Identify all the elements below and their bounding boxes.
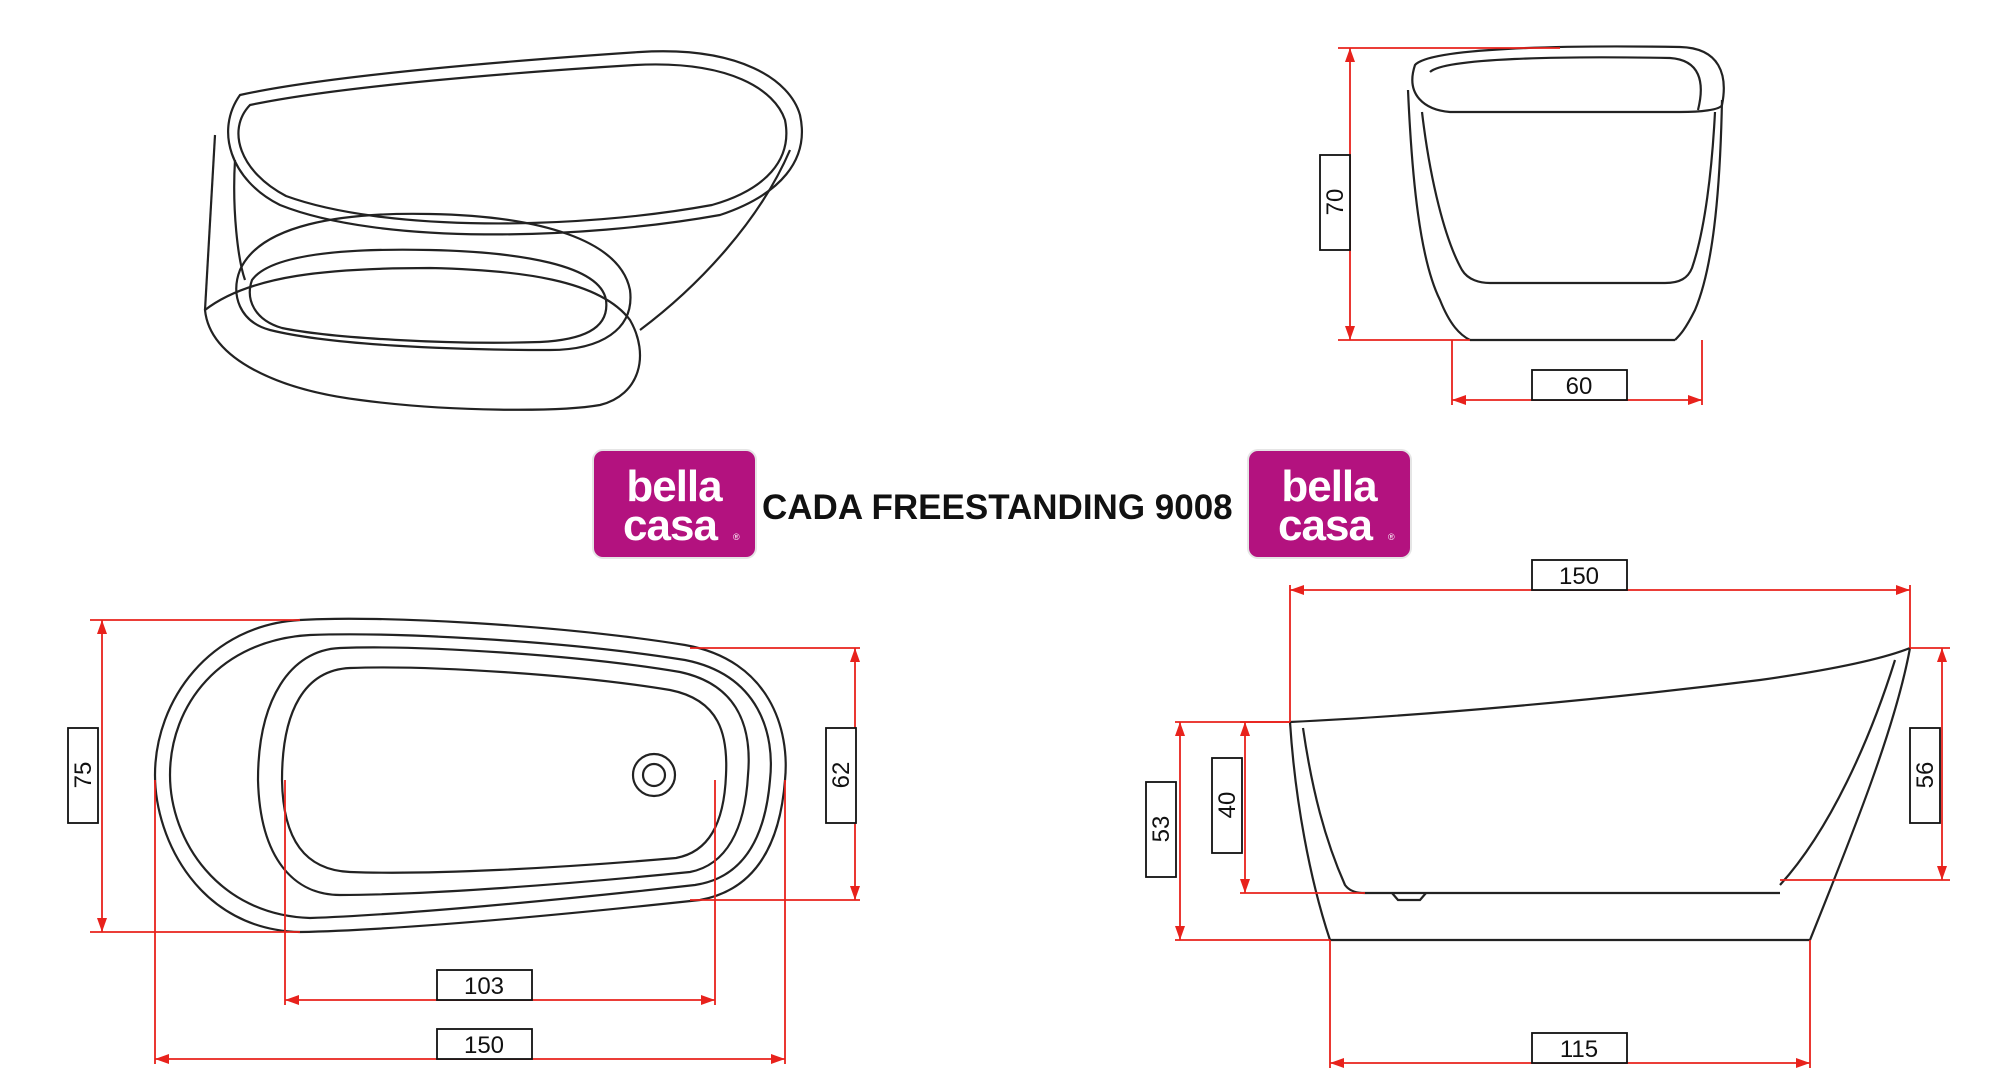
dimension-value-height: 70: [1322, 189, 1349, 216]
dimension-label-box: [1909, 727, 1941, 824]
end-view: [1406, 45, 1725, 342]
dimension-label-box: [436, 1028, 533, 1060]
dimension-value-height-low: 53: [1148, 816, 1175, 843]
dimension-label-box: [825, 727, 857, 824]
dimension-height-low-side-view: 53: [1145, 721, 1330, 941]
logo-registered-mark: ®: [733, 532, 740, 542]
logo-background: [1247, 449, 1412, 559]
brand-logo: bella casa ®: [592, 449, 757, 559]
logo-registered-mark: ®: [1388, 532, 1395, 542]
dimension-value-inner-width: 62: [828, 762, 855, 789]
page-title: CADA FREESTANDING 9008: [762, 488, 1233, 527]
dimension-value-width: 75: [70, 762, 97, 789]
dimension-label-box: [1145, 781, 1177, 878]
dimension-width-end-view: 60: [1451, 340, 1703, 405]
dimension-inner-depth-side-view: 40: [1211, 721, 1365, 894]
dimension-value-inner-depth: 40: [1214, 792, 1241, 819]
side-view: [1288, 646, 1912, 942]
dimension-label-box: [1211, 757, 1243, 854]
logo-line2: casa: [623, 501, 718, 550]
dimension-inner-length-top-view: 103: [284, 780, 716, 1005]
perspective-view: [203, 50, 803, 411]
dimension-height-end-view: 70: [1319, 47, 1560, 341]
dimension-length-top-view: 150: [154, 780, 786, 1064]
dimension-width-top-view: 75: [67, 619, 300, 933]
logo-background: [592, 449, 757, 559]
logo-line1: bella: [626, 462, 723, 511]
dimension-base-length-side-view: 115: [1329, 940, 1811, 1068]
dimension-value-inner-length: 103: [464, 973, 504, 1000]
dimension-label-box: [67, 727, 99, 824]
dimension-label-box: [1531, 369, 1628, 401]
dimension-label-box: [1319, 154, 1351, 251]
top-view: [153, 617, 787, 934]
drain-outer: [631, 752, 677, 798]
logo-line2: casa: [1278, 501, 1373, 550]
brand-logo: bella casa ®: [1247, 449, 1412, 559]
logo-line1: bella: [1281, 462, 1378, 511]
dimension-label-box: [436, 969, 533, 1001]
dimension-inner-width-top-view: 62: [690, 647, 860, 901]
dimension-label-box: [1531, 559, 1628, 591]
dimension-value-height-high: 56: [1912, 762, 1939, 789]
drain-foot: [1391, 892, 1427, 902]
drain-inner: [641, 762, 667, 788]
dimension-height-high-side-view: 56: [1780, 647, 1950, 881]
dimension-value-width: 60: [1566, 373, 1593, 400]
dimension-label-box: [1531, 1032, 1628, 1064]
dimension-length-side-view: 150: [1289, 559, 1911, 722]
dimension-value-length: 150: [464, 1032, 504, 1059]
dimension-value-length: 150: [1559, 563, 1599, 590]
dimension-value-base-length: 115: [1560, 1036, 1598, 1063]
